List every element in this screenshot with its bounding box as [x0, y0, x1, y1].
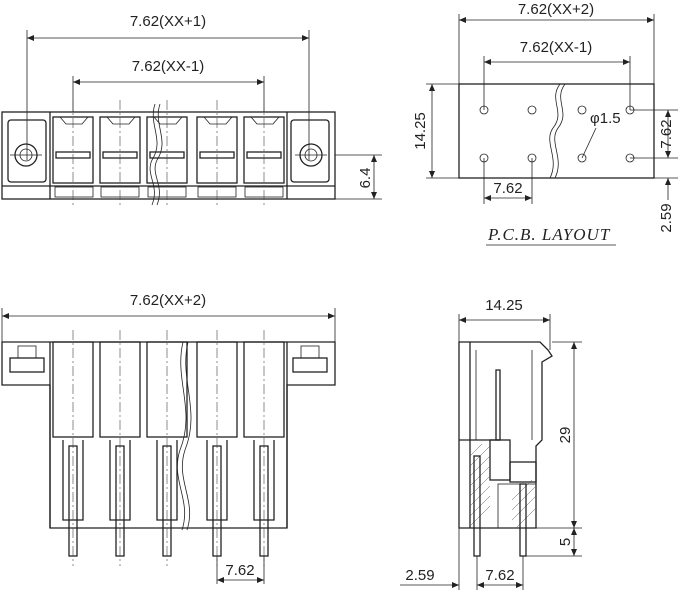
front-overall-dim: 7.62(XX+1) [130, 13, 206, 30]
bottom-overall-dim: 7.62(XX+2) [130, 292, 206, 309]
pcb-overall-dim: 7.62(XX+2) [518, 1, 594, 18]
side-height-dim: 29 [557, 427, 574, 444]
bottom-pins [62, 440, 275, 557]
pcb-holes [479, 105, 635, 163]
bottom-view: 7.62(XX+2) [1, 292, 336, 584]
pcb-inner-dim: 7.62(XX-1) [520, 39, 593, 56]
pcb-row-spacing: 7.62 [658, 119, 675, 148]
pcb-hole-dia: φ1.5 [590, 110, 621, 127]
pcb-height-dim: 14.25 [412, 112, 429, 150]
side-width-dim: 14.25 [485, 297, 523, 314]
side-view: 14.25 [400, 297, 582, 590]
front-inner-dim: 7.62(XX-1) [132, 58, 205, 75]
front-view: 7.62(XX+1) 7.62(XX-1) [1, 13, 382, 206]
side-pin-dim: 5 [557, 538, 574, 546]
side-pitch-dim: 7.62 [485, 567, 514, 584]
side-offset-dim: 2.59 [405, 567, 434, 584]
pcb-layout-view: 7.62(XX+2) 7.62(XX-1) φ1.5 14.25 [412, 1, 678, 246]
front-height-dim: 6.4 [357, 168, 374, 189]
pcb-layout-title: P.C.B. LAYOUT [487, 225, 611, 244]
front-terminals [52, 116, 285, 198]
pcb-pitch-dim: 7.62 [493, 180, 522, 197]
bottom-pitch-dim: 7.62 [225, 562, 254, 579]
pcb-offset-dim: 2.59 [658, 203, 675, 232]
